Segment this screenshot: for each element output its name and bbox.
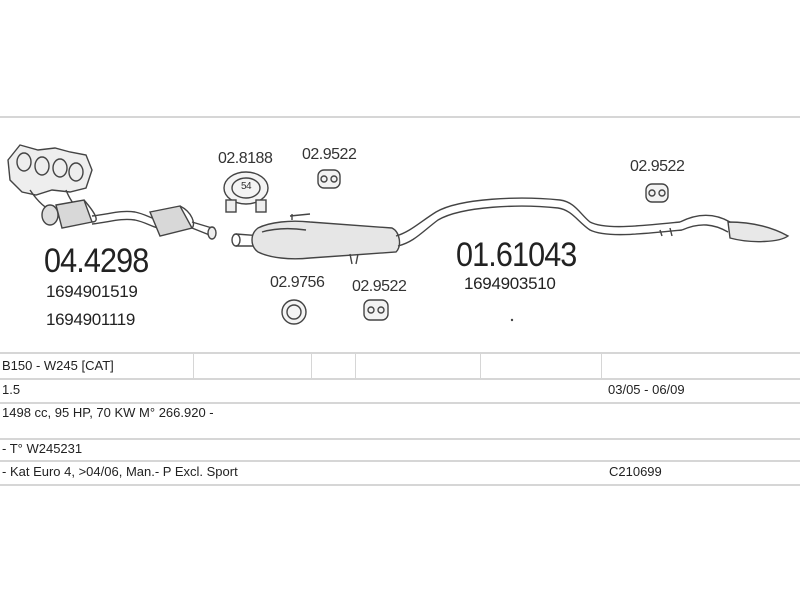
- model-cell: B150 - W245 [CAT]: [2, 358, 114, 373]
- manifold-oe-number-1: 1694901519: [46, 282, 138, 301]
- engine-cell: 1.5: [2, 382, 21, 397]
- hanger-part-number-2: 02.9522: [352, 278, 407, 295]
- manifold-oe-number-2: 1694901119: [46, 310, 136, 329]
- gasket-part-number: 02.9756: [270, 274, 325, 291]
- top-rule: [0, 116, 800, 118]
- gasket-drawing: [281, 299, 307, 325]
- hanger-part-number-3: 02.9522: [630, 158, 685, 175]
- clamp-drawing: [223, 171, 269, 213]
- hanger-part-number-1: 02.9522: [302, 146, 357, 163]
- manifold-catalyst-drawing: [7, 144, 217, 240]
- hanger-drawing-1: [317, 169, 341, 189]
- clamp-size-label: 54: [241, 181, 252, 192]
- stray-dot: [510, 318, 514, 322]
- clamp-part-number: 02.8188: [218, 150, 273, 167]
- rear-system-part-number: 01.61043: [456, 236, 577, 274]
- manifold-catalyst-part-number: 04.4298: [44, 242, 149, 280]
- rear-system-drawing: [231, 197, 790, 265]
- hanger-drawing-3: [645, 183, 669, 203]
- type-cell: - T° W245231: [2, 441, 83, 456]
- notes-cell: - Kat Euro 4, >04/06, Man.- P Excl. Spor…: [2, 464, 238, 479]
- years-cell: 03/05 - 06/09: [608, 382, 685, 397]
- hanger-drawing-2: [363, 299, 389, 321]
- table-rule: [0, 352, 800, 354]
- code-cell: C210699: [609, 464, 662, 479]
- spec-cell: 1498 cc, 95 HP, 70 KW M° 266.920 -: [2, 405, 214, 420]
- rear-system-oe-number: 1694903510: [464, 274, 556, 293]
